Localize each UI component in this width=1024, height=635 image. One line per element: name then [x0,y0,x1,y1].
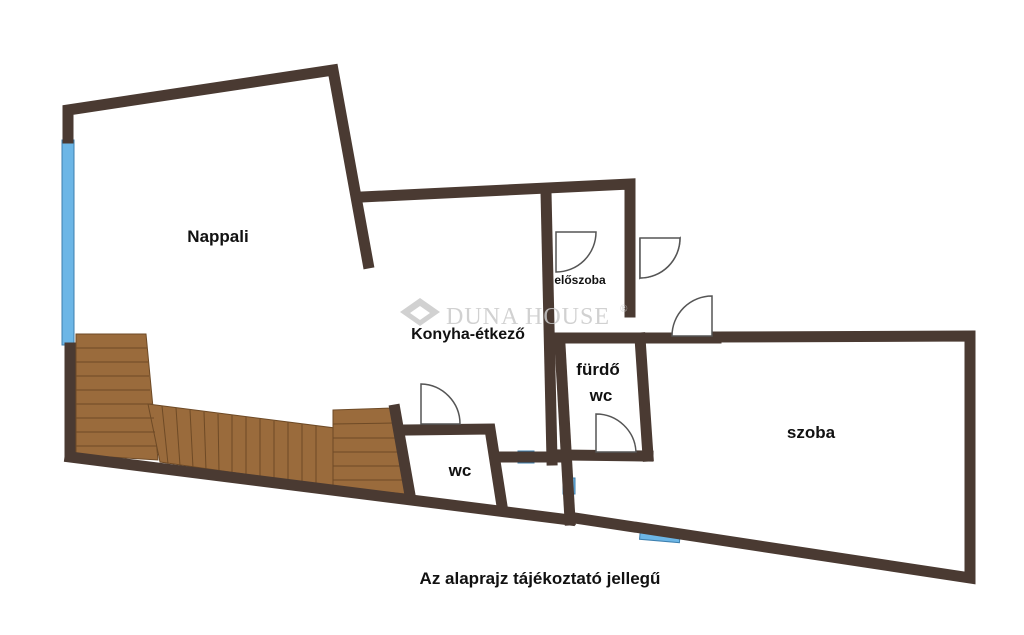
doors [420,231,713,453]
door-eloszoba [555,231,597,273]
door-wc [420,383,461,425]
deck-left [75,333,159,461]
room-label-szoba: szoba [787,423,836,442]
wall-furdo-right [634,332,654,462]
watermark: DUNA HOUSE ® [400,298,629,330]
deck-area [75,333,407,495]
deck-planks [76,347,404,485]
door-furdo [671,295,713,337]
wall-wc-top [399,423,509,513]
door-entrance-swing [639,237,681,279]
window-left [61,139,75,346]
room-label-nappali: Nappali [187,227,248,246]
room-label-wc: wc [448,461,472,480]
room-label-furdo-wc: wc [589,386,613,405]
wall-wc [388,403,417,502]
outer-wall-top [62,63,375,270]
watermark-logo-icon-inner [410,306,430,320]
wall-szoba [568,330,976,585]
watermark-mark: ® [620,304,629,315]
plan-caption: Az alaprajz tájékoztató jellegű [420,569,661,588]
room-label-konyha: Konyha-étkező [411,326,525,343]
door-furdo-inner [595,413,637,453]
room-label-furdo: fürdő [576,360,619,379]
wall-furdo-bottom [556,449,654,462]
walls [62,63,976,585]
room-label-eloszoba: előszoba [554,273,606,287]
wall-furdo-left [554,339,576,526]
wall-elo-left [540,186,558,466]
wall-bottom [63,450,577,527]
wall-kitchen-top [356,178,636,318]
watermark-text: DUNA HOUSE [446,304,610,330]
